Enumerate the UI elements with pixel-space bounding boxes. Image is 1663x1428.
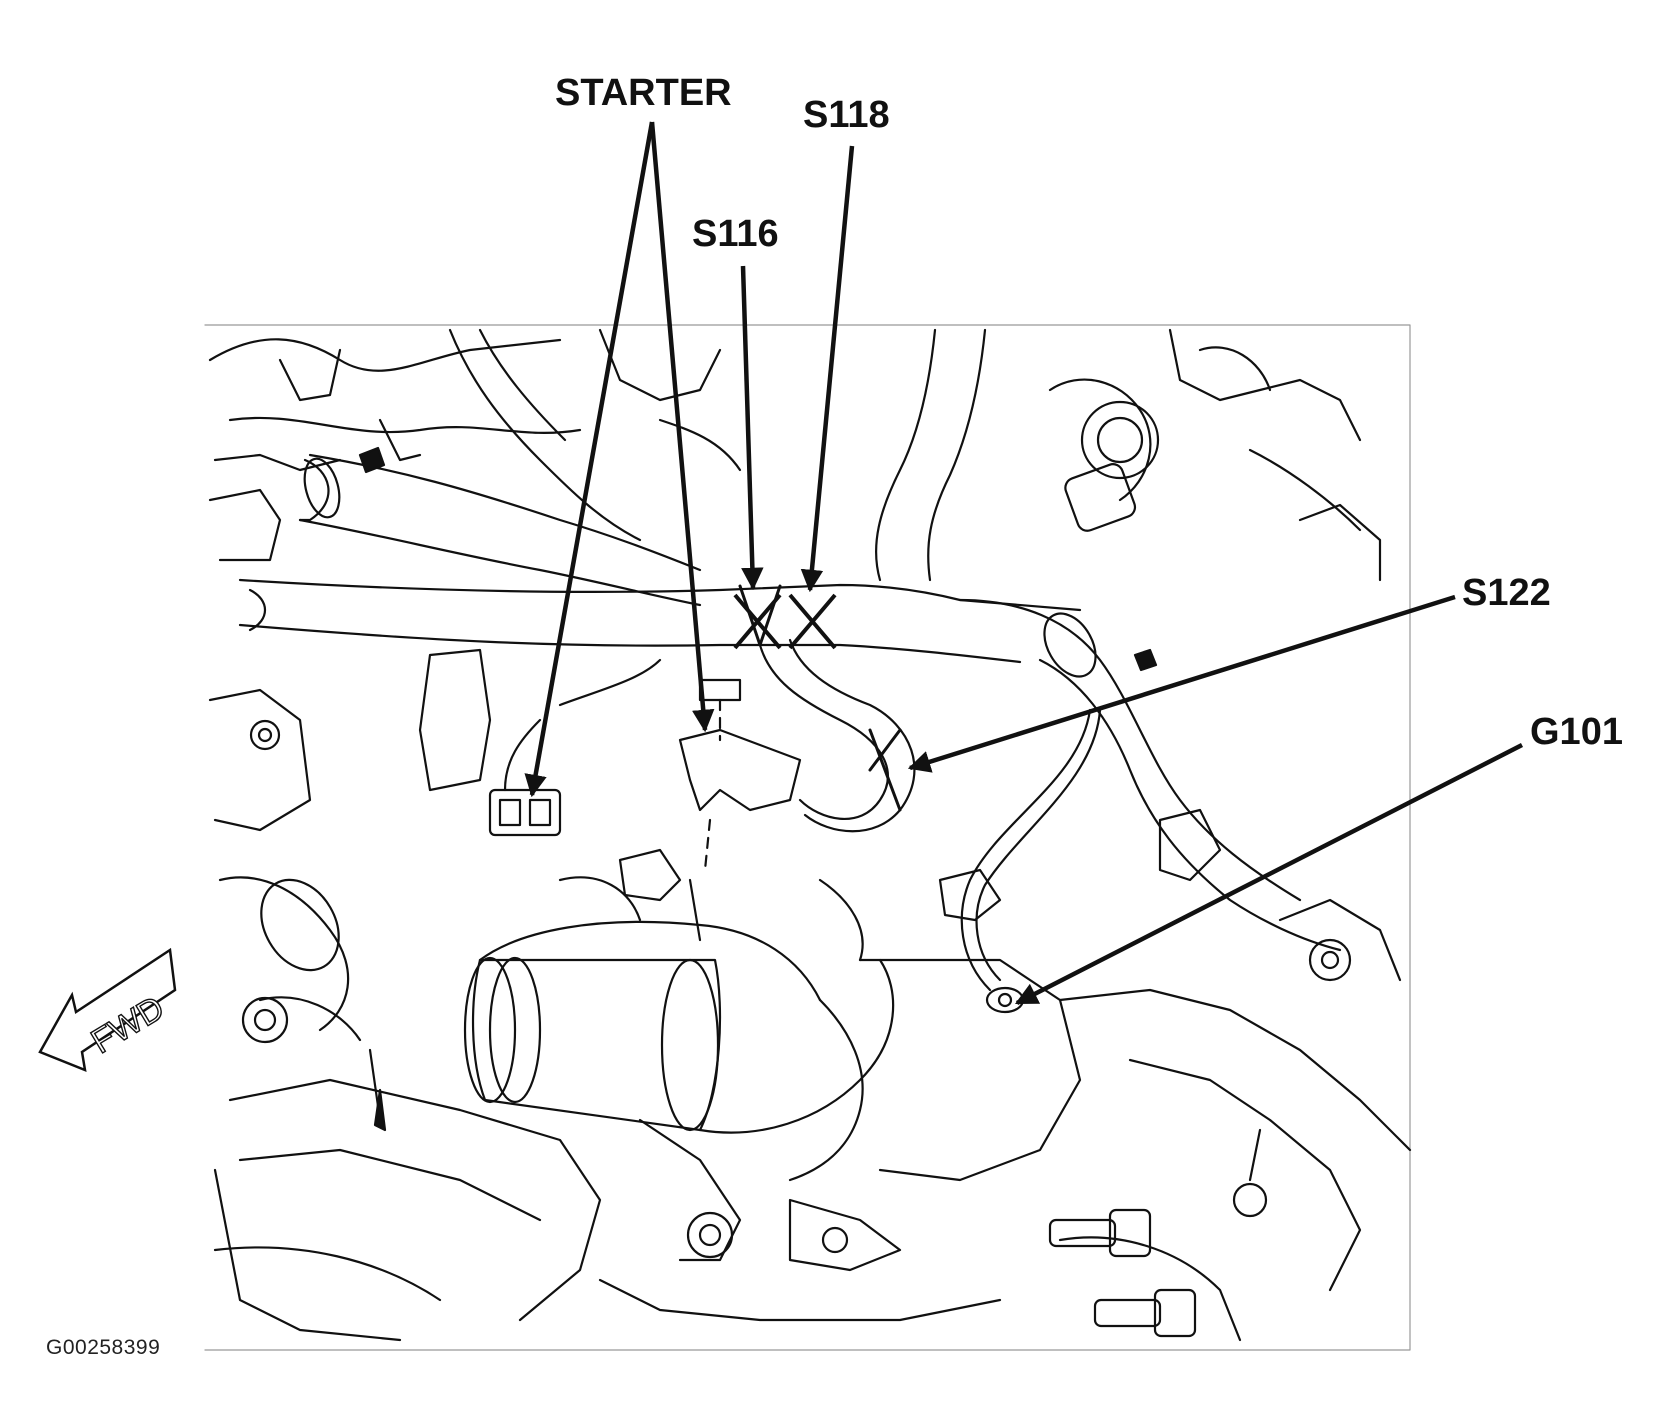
s116-leader bbox=[740, 265, 764, 591]
leader-lines bbox=[524, 121, 1524, 1006]
g101-leader bbox=[1014, 742, 1524, 1006]
s122-leader bbox=[907, 594, 1456, 773]
upper-hose bbox=[298, 458, 330, 522]
s116-callout: S116 bbox=[692, 213, 779, 255]
starter-callout: STARTER bbox=[555, 72, 732, 114]
s118-leader bbox=[800, 145, 855, 593]
figure-id: G00258399 bbox=[46, 1336, 161, 1359]
main-harness-run bbox=[238, 578, 1082, 612]
starter-leader-left bbox=[524, 121, 655, 798]
g101-callout: G101 bbox=[1530, 711, 1623, 753]
s118-callout: S118 bbox=[803, 94, 890, 136]
fwd-arrow: FWD bbox=[38, 947, 177, 1072]
splice-marks bbox=[733, 593, 837, 650]
engine-assembly bbox=[204, 324, 1412, 1351]
s116-splice-x bbox=[733, 593, 782, 650]
s118-splice-x bbox=[788, 593, 837, 650]
s122-callout: S122 bbox=[1462, 572, 1551, 614]
starter-leader-right bbox=[649, 121, 715, 733]
